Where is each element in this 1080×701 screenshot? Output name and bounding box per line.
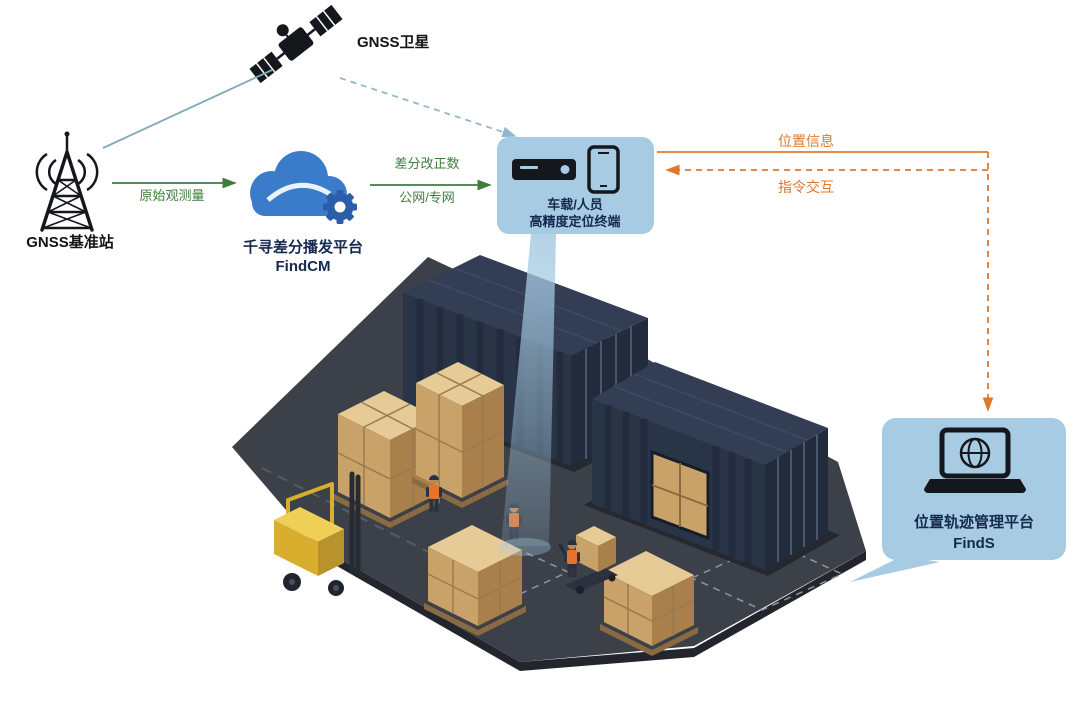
container-open-door-cargo <box>650 449 710 541</box>
terminal-callout: 车载/人员 高精度定位终端 <box>497 137 654 234</box>
base-station-icon <box>35 131 99 232</box>
cloud-platform-product-label: FindCM <box>276 258 331 275</box>
signal-wave-icon <box>47 158 57 186</box>
pallet-box-stack-3 <box>424 525 526 636</box>
finds-label-2: FindS <box>953 535 995 552</box>
shipping-container-2 <box>584 362 840 576</box>
callout-tail <box>850 556 940 582</box>
positioning-beam <box>499 234 556 556</box>
cloud-platform-label: 千寻差分播发平台 <box>243 238 363 256</box>
pallet-jack <box>558 526 618 594</box>
finds-label-1: 位置轨迹管理平台 <box>914 513 1034 531</box>
pallet-box-stack-2 <box>412 362 508 508</box>
gear-icon <box>323 190 357 224</box>
command-interaction-label: 指令交互 <box>778 179 834 195</box>
forklift <box>274 471 376 596</box>
terminal-label-2: 高精度定位终端 <box>529 214 620 229</box>
signal-wave-icon <box>86 152 99 192</box>
signal-wave-icon <box>77 158 87 186</box>
location-info-label: 位置信息 <box>778 133 834 149</box>
cloud-gear-icon <box>250 151 357 224</box>
receiver-icon <box>512 159 576 180</box>
pallet-box-stack-4 <box>600 551 698 656</box>
link-satellite-to-base-station <box>102 69 273 149</box>
terminal-label-1: 车载/人员 <box>547 197 603 212</box>
corrections-label-1: 差分改正数 <box>394 156 459 171</box>
corrections-label-2: 公网/专网 <box>399 190 455 205</box>
signal-wave-icon <box>35 152 48 192</box>
finds-callout: 位置轨迹管理平台 FindS <box>850 418 1066 582</box>
satellite-label: GNSS卫星 <box>357 34 430 51</box>
base-station-label: GNSS基准站 <box>26 233 114 251</box>
laptop-globe-icon <box>924 427 1026 493</box>
raw-observation-label: 原始观测量 <box>139 188 204 203</box>
terminal-platform-links: 位置信息 指令交互 <box>657 133 994 412</box>
phone-icon <box>587 145 620 194</box>
satellite-icon <box>249 4 343 84</box>
link-satellite-to-terminal <box>339 77 517 138</box>
